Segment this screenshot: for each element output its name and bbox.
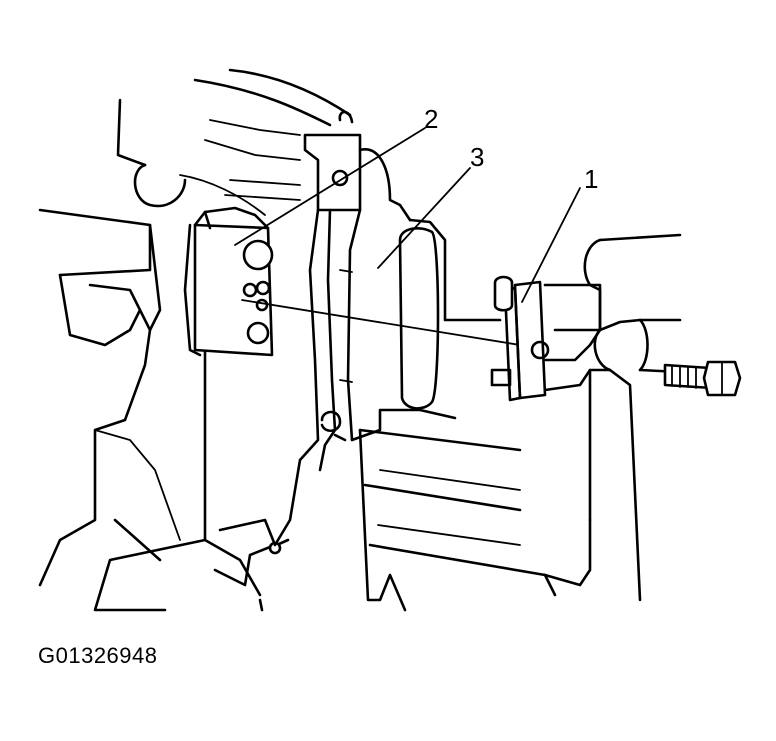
mounting-bracket: [273, 110, 412, 547]
hose-fitting-and-bolt: [490, 233, 742, 402]
expansion-valve: [183, 206, 521, 357]
callout-label-2: 2: [424, 104, 438, 134]
callout-label-3: 3: [470, 142, 484, 172]
leader-lines: [234, 127, 581, 303]
background-structure: [38, 68, 352, 612]
figure-id: G01326948: [38, 643, 158, 668]
callout-label-1: 1: [584, 164, 598, 194]
evaporator-case: [350, 218, 642, 612]
